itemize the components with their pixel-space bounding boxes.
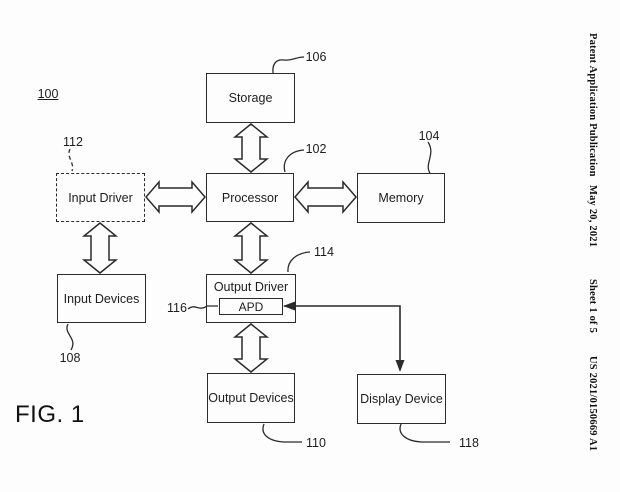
double-arrow-storage-processor (232, 123, 270, 173)
leader-118 (399, 423, 450, 443)
double-arrow-input-driver-input-devices (81, 222, 119, 274)
block-storage: Storage (206, 73, 295, 123)
figure-label: FIG. 1 (15, 401, 85, 428)
block-memory: Memory (357, 173, 445, 223)
ref-label-memory: 104 (418, 129, 440, 143)
double-arrow-input-driver-processor (145, 179, 206, 215)
connector-apd-display-device (283, 301, 405, 372)
block-apd: APD (219, 298, 283, 315)
leader-102 (283, 149, 305, 173)
header-sheet: Sheet 1 of 5 (587, 279, 598, 334)
block-output-devices: Output Devices (207, 373, 295, 423)
leader-112 (68, 148, 74, 172)
double-arrow-processor-memory (294, 179, 357, 215)
block-input-driver: Input Driver (56, 173, 145, 222)
block-processor: Processor (206, 173, 294, 222)
block-memory-label: Memory (378, 191, 424, 205)
header-document-number: US 2021/0150669 A1 (587, 356, 598, 452)
block-output-devices-label: Output Devices (208, 391, 294, 405)
block-storage-label: Storage (228, 91, 273, 105)
block-input-devices-label: Input Devices (63, 291, 140, 306)
block-apd-label: APD (238, 299, 264, 314)
leader-110 (262, 423, 302, 443)
ref-label-input-devices: 108 (59, 351, 81, 365)
leader-114 (287, 251, 311, 273)
ref-label-processor: 102 (305, 142, 327, 156)
ref-label-storage: 106 (305, 50, 327, 64)
block-output-driver-label: Output Driver (213, 280, 289, 294)
ref-label-input-driver: 112 (63, 135, 83, 149)
double-arrow-processor-output-driver (232, 222, 270, 274)
header-publication: Patent Application Publication (587, 33, 598, 177)
block-processor-label: Processor (221, 190, 279, 205)
block-input-devices: Input Devices (57, 274, 146, 323)
arrowhead-into-display-device (395, 360, 405, 372)
ref-label-output-devices: 110 (306, 436, 326, 450)
ref-label-system: 100 (37, 87, 59, 101)
leader-106 (272, 56, 305, 74)
ref-label-apd: 116 (167, 301, 187, 315)
ref-label-display-device: 118 (459, 436, 479, 450)
block-input-driver-label: Input Driver (68, 190, 133, 205)
double-arrow-output-driver-output-devices (232, 323, 270, 373)
leader-108 (66, 323, 74, 351)
block-display-device-label: Display Device (360, 392, 443, 406)
block-display-device: Display Device (357, 374, 446, 424)
ref-label-output-driver: 114 (314, 245, 334, 259)
patent-header-band: Patent Application Publication May 20, 2… (587, 0, 603, 492)
header-date: May 20, 2021 (587, 185, 598, 248)
leader-104 (427, 141, 432, 174)
